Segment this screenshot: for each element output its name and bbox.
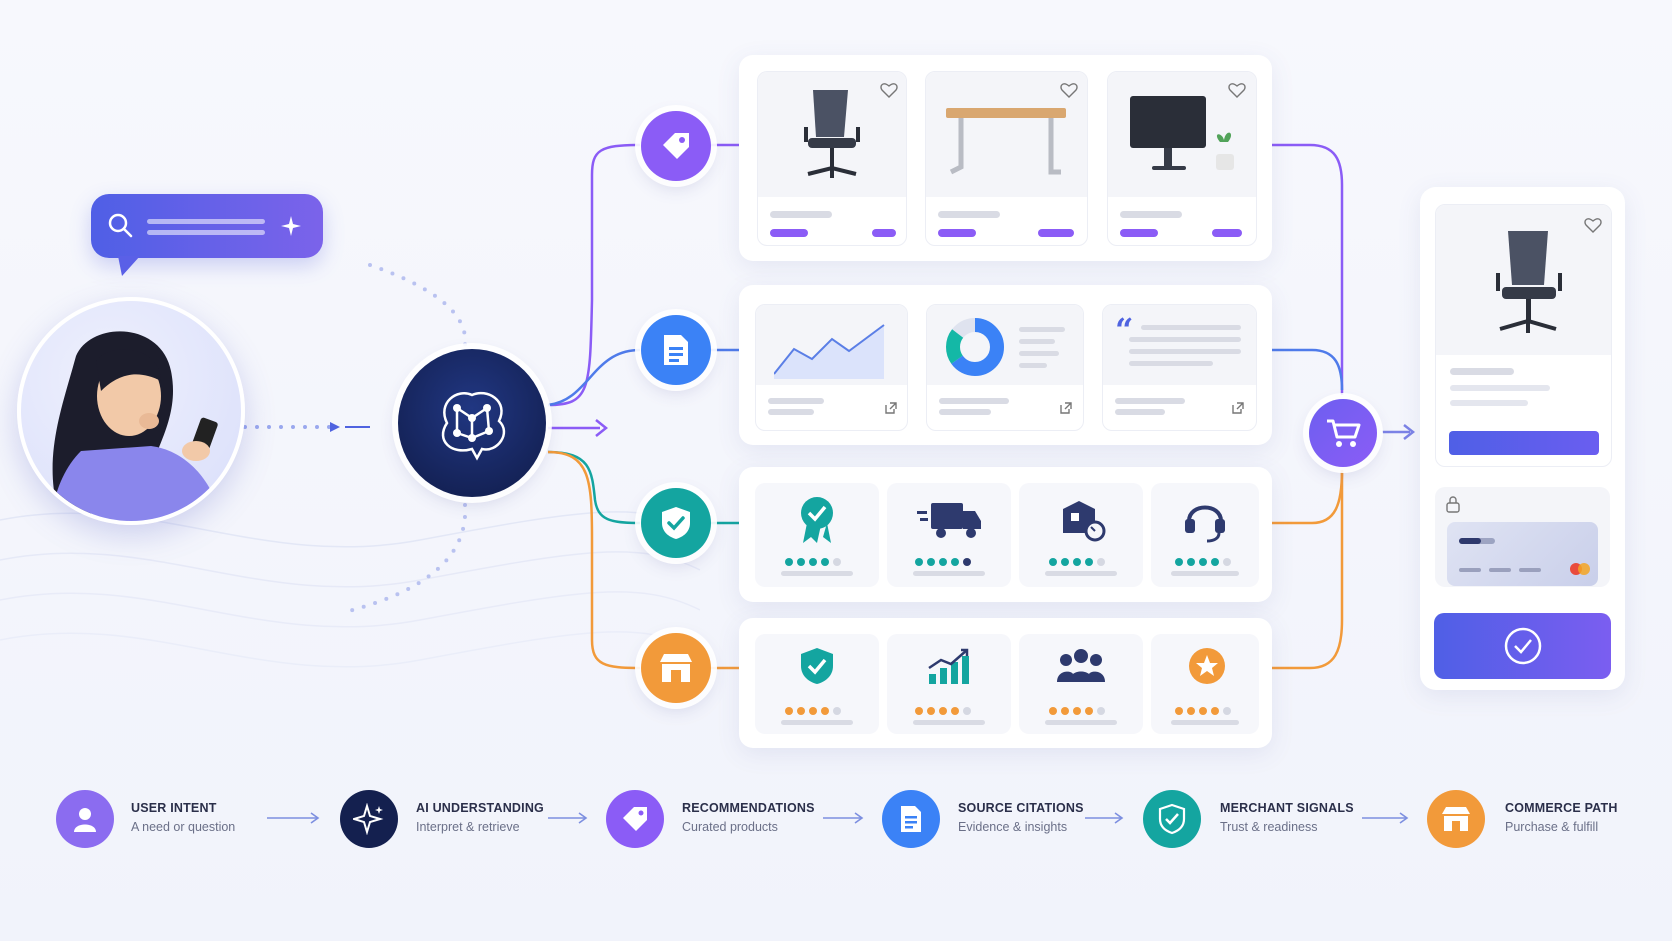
step-title: SOURCE CITATIONS bbox=[958, 801, 1084, 815]
step-title: MERCHANT SIGNALS bbox=[1220, 801, 1354, 815]
commerce-tile-rating[interactable] bbox=[1151, 634, 1259, 734]
step-subtitle: Curated products bbox=[682, 820, 778, 834]
citations-card: “ bbox=[739, 285, 1272, 445]
query-line bbox=[147, 219, 265, 224]
step-subtitle: A need or question bbox=[131, 820, 236, 834]
step-merchant-signals-icon bbox=[1143, 790, 1201, 848]
heart-icon[interactable] bbox=[1584, 217, 1602, 233]
add-to-cart-button[interactable] bbox=[1449, 431, 1599, 455]
citation-tile-quote[interactable]: “ bbox=[1102, 304, 1257, 431]
step-subtitle: Evidence & insights bbox=[958, 820, 1068, 834]
user-avatar bbox=[17, 297, 245, 525]
step-ai-understanding-icon bbox=[340, 790, 398, 848]
step-title: USER INTENT bbox=[131, 801, 217, 815]
card-brand-icon bbox=[1570, 563, 1590, 575]
donut-chart-icon bbox=[946, 318, 1004, 376]
step-user-intent-icon bbox=[56, 790, 114, 848]
trend-chart-icon bbox=[774, 324, 885, 379]
shield-check-icon bbox=[801, 648, 833, 684]
step-subtitle: Purchase & fulfill bbox=[1505, 820, 1599, 834]
step-subtitle: Trust & readiness bbox=[1220, 820, 1318, 834]
step-title: RECOMMENDATIONS bbox=[682, 801, 815, 815]
background-waves bbox=[0, 511, 700, 668]
heart-icon[interactable] bbox=[1060, 82, 1078, 98]
check-circle-icon bbox=[1504, 627, 1541, 665]
award-badge-icon bbox=[801, 497, 833, 543]
headset-icon bbox=[1185, 505, 1225, 543]
document-icon bbox=[901, 806, 921, 832]
commerce-tile-trust[interactable] bbox=[755, 634, 879, 734]
product-tile-monitor[interactable] bbox=[1107, 71, 1257, 246]
product-image-desk bbox=[926, 72, 1087, 197]
quote-mark: “ bbox=[1115, 311, 1134, 349]
step-commerce-path-icon bbox=[1427, 790, 1485, 848]
payment-section bbox=[1435, 487, 1610, 587]
source-citations-node[interactable] bbox=[641, 315, 711, 385]
external-link-icon[interactable] bbox=[1231, 401, 1245, 415]
cart-node[interactable] bbox=[1309, 399, 1377, 467]
credit-card[interactable] bbox=[1447, 522, 1598, 586]
product-tile-desk[interactable] bbox=[925, 71, 1088, 246]
step-source-citations-icon bbox=[882, 790, 940, 848]
checkout-product[interactable] bbox=[1435, 204, 1612, 467]
tag-icon bbox=[623, 807, 647, 831]
product-image-monitor bbox=[1108, 72, 1256, 197]
citation-tile-donut[interactable] bbox=[926, 304, 1084, 431]
step-subtitle: Interpret & retrieve bbox=[416, 820, 520, 834]
signal-tile-support[interactable] bbox=[1151, 483, 1259, 587]
bubble-tail bbox=[118, 256, 140, 276]
search-bubble[interactable] bbox=[91, 194, 323, 258]
step-recommendations-icon bbox=[606, 790, 664, 848]
checkout-panel bbox=[1420, 187, 1625, 690]
step-title: AI UNDERSTANDING bbox=[416, 801, 544, 815]
shield-check-icon bbox=[1158, 803, 1186, 835]
signal-tile-certified[interactable] bbox=[755, 483, 879, 587]
search-icon bbox=[108, 213, 133, 238]
merchant-signals-node[interactable] bbox=[641, 488, 711, 558]
shield-check-icon bbox=[662, 507, 690, 539]
signal-tile-shipping[interactable] bbox=[887, 483, 1011, 587]
signal-tile-returns[interactable] bbox=[1019, 483, 1143, 587]
user-icon bbox=[74, 808, 96, 832]
product-tile-chair[interactable] bbox=[757, 71, 907, 246]
heart-icon[interactable] bbox=[1228, 82, 1246, 98]
heart-icon[interactable] bbox=[880, 82, 898, 98]
step-title: COMMERCE PATH bbox=[1505, 801, 1618, 815]
document-icon bbox=[664, 335, 688, 365]
store-icon bbox=[660, 654, 692, 682]
commerce-path-card bbox=[739, 618, 1272, 748]
product-image-chair bbox=[1496, 231, 1562, 333]
recommendations-node[interactable] bbox=[641, 111, 711, 181]
delivery-truck-icon bbox=[917, 503, 981, 538]
growth-chart-icon bbox=[928, 648, 969, 684]
sparkle-icon bbox=[281, 216, 301, 236]
tag-icon bbox=[663, 133, 689, 159]
brain-network-icon bbox=[441, 391, 506, 461]
commerce-path-node[interactable] bbox=[641, 633, 711, 703]
sparkle-icon bbox=[353, 803, 384, 835]
product-image-chair bbox=[758, 72, 906, 197]
merchant-signals-card bbox=[739, 467, 1272, 602]
commerce-tile-growth[interactable] bbox=[887, 634, 1011, 734]
person-illustration bbox=[51, 331, 221, 521]
external-link-icon[interactable] bbox=[884, 401, 898, 415]
confirm-purchase-button[interactable] bbox=[1434, 613, 1611, 679]
ai-brain-hub bbox=[398, 349, 546, 497]
cart-icon bbox=[1327, 419, 1361, 447]
users-group-icon bbox=[1057, 649, 1105, 682]
returns-box-icon bbox=[1063, 501, 1106, 542]
store-icon bbox=[1442, 807, 1470, 831]
lock-icon bbox=[1446, 496, 1460, 513]
recommendations-card bbox=[739, 55, 1272, 261]
citation-tile-trend[interactable] bbox=[755, 304, 908, 431]
query-line bbox=[147, 230, 265, 235]
star-badge-icon bbox=[1189, 648, 1225, 684]
external-link-icon[interactable] bbox=[1059, 401, 1073, 415]
commerce-tile-community[interactable] bbox=[1019, 634, 1143, 734]
